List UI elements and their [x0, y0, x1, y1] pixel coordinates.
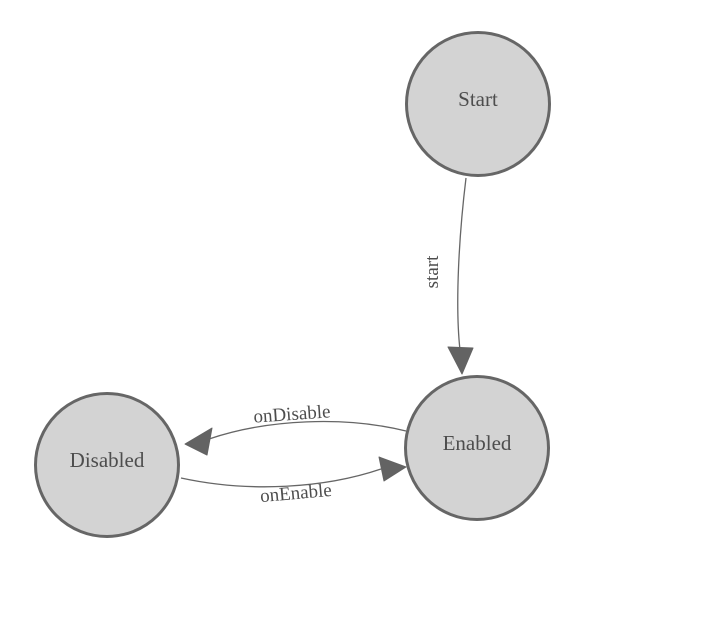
state-node-start-label: Start: [458, 86, 498, 111]
edge-line-enabled-to-disabled[interactable]: [208, 420, 407, 440]
edge-start-to-enabled[interactable]: [447, 177, 474, 375]
arrowhead-start-to-enabled: [447, 346, 474, 375]
state-node-enabled[interactable]: Enabled: [404, 375, 550, 521]
arrowhead-enabled-to-disabled: [184, 427, 213, 456]
state-node-start[interactable]: Start: [405, 31, 551, 177]
edge-disabled-to-enabled[interactable]: [180, 456, 407, 488]
edge-label-start: start: [422, 255, 443, 289]
state-node-disabled[interactable]: Disabled: [34, 392, 180, 538]
edge-line-start-to-enabled[interactable]: [457, 177, 467, 351]
state-node-enabled-label: Enabled: [442, 430, 512, 455]
state-node-disabled-label: Disabled: [69, 447, 145, 472]
edge-line-disabled-to-enabled[interactable]: [180, 468, 382, 488]
arrowhead-disabled-to-enabled: [378, 456, 407, 482]
edge-enabled-to-disabled[interactable]: [184, 420, 407, 456]
